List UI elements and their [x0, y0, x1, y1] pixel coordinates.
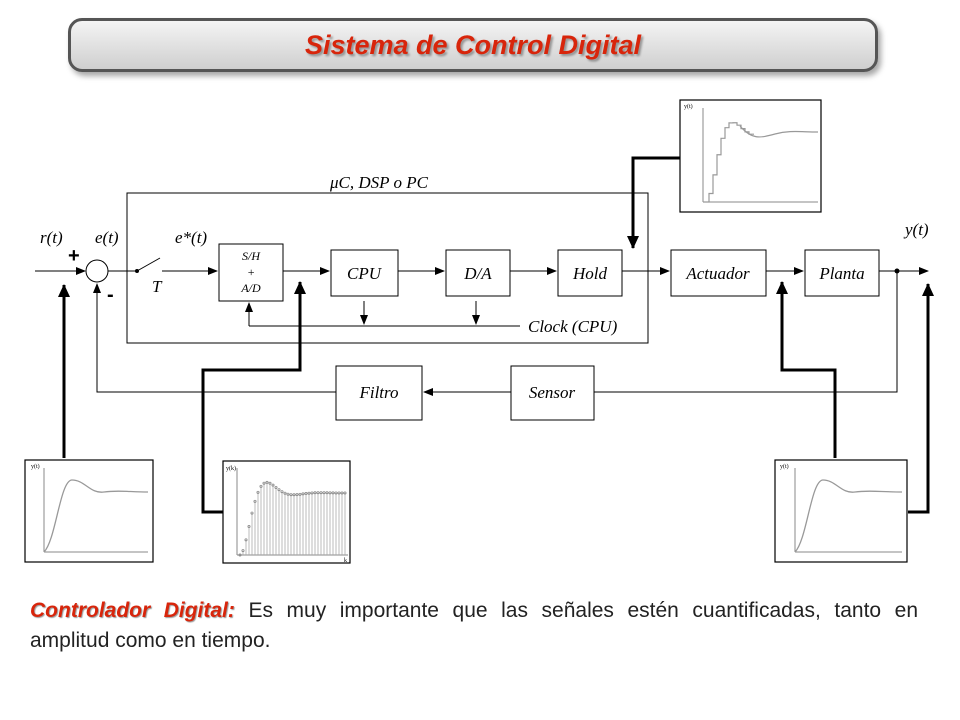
plant-label: Planta [818, 264, 864, 283]
computer-boundary [126, 192, 649, 344]
output-signal-plot: y(t) [774, 459, 908, 563]
da-label: D/A [463, 264, 492, 283]
filter-block [335, 365, 423, 421]
actuator-block [670, 249, 767, 297]
sampler-switch [136, 257, 161, 272]
cpu-block [330, 249, 399, 297]
reference-plot-ylabel: y(t) [31, 463, 40, 470]
cpu-label: CPU [347, 264, 383, 283]
sampled-signal-plot: y(k) k [222, 460, 351, 564]
digital-control-diagram: μC, DSP o PC r(t) e(t) e*(t) y(t) T + - … [24, 99, 934, 564]
plus-sign: + [68, 245, 80, 267]
clock-label: Clock (CPU) [528, 317, 618, 336]
minus-sign: - [107, 284, 114, 306]
sampled-plot-xlabel: k [344, 558, 347, 564]
caption-text: Es muy importante que las señales estén … [30, 599, 919, 652]
held-plot-ylabel: y(t) [684, 103, 693, 110]
sensor-label: Sensor [529, 383, 576, 402]
filter-label: Filtro [358, 383, 398, 402]
output-plot-ylabel: y(t) [780, 463, 789, 470]
sampled-plot-ylabel: y(k) [226, 465, 236, 472]
reference-label: r(t) [40, 228, 63, 247]
title-bar: Sistema de Control Digital [68, 18, 878, 72]
output-label: y(t) [903, 220, 929, 239]
computer-label: μC, DSP o PC [329, 173, 429, 192]
sh-ad-label-2: + [247, 265, 255, 279]
da-block [445, 249, 511, 297]
sampling-period-label: T [152, 277, 163, 296]
reference-signal-plot: y(t) [24, 459, 154, 563]
summing-junction [85, 259, 109, 283]
hold-label: Hold [572, 264, 608, 283]
sh-ad-label-1: S/H [242, 249, 261, 263]
plant-block [804, 249, 880, 297]
caption: Controlador Digital: Es muy importante q… [30, 596, 918, 656]
error-label: e(t) [95, 228, 119, 247]
sh-ad-block [218, 243, 284, 302]
caption-label: Controlador Digital: [30, 599, 235, 622]
actuator-label: Actuador [685, 264, 750, 283]
slide-title: Sistema de Control Digital [304, 29, 642, 60]
sh-ad-label-3: A/D [240, 281, 261, 295]
held-signal-plot: y(t) [679, 99, 822, 213]
sensor-block [510, 365, 595, 421]
hold-block [557, 249, 623, 297]
sampled-error-label: e*(t) [175, 228, 207, 247]
